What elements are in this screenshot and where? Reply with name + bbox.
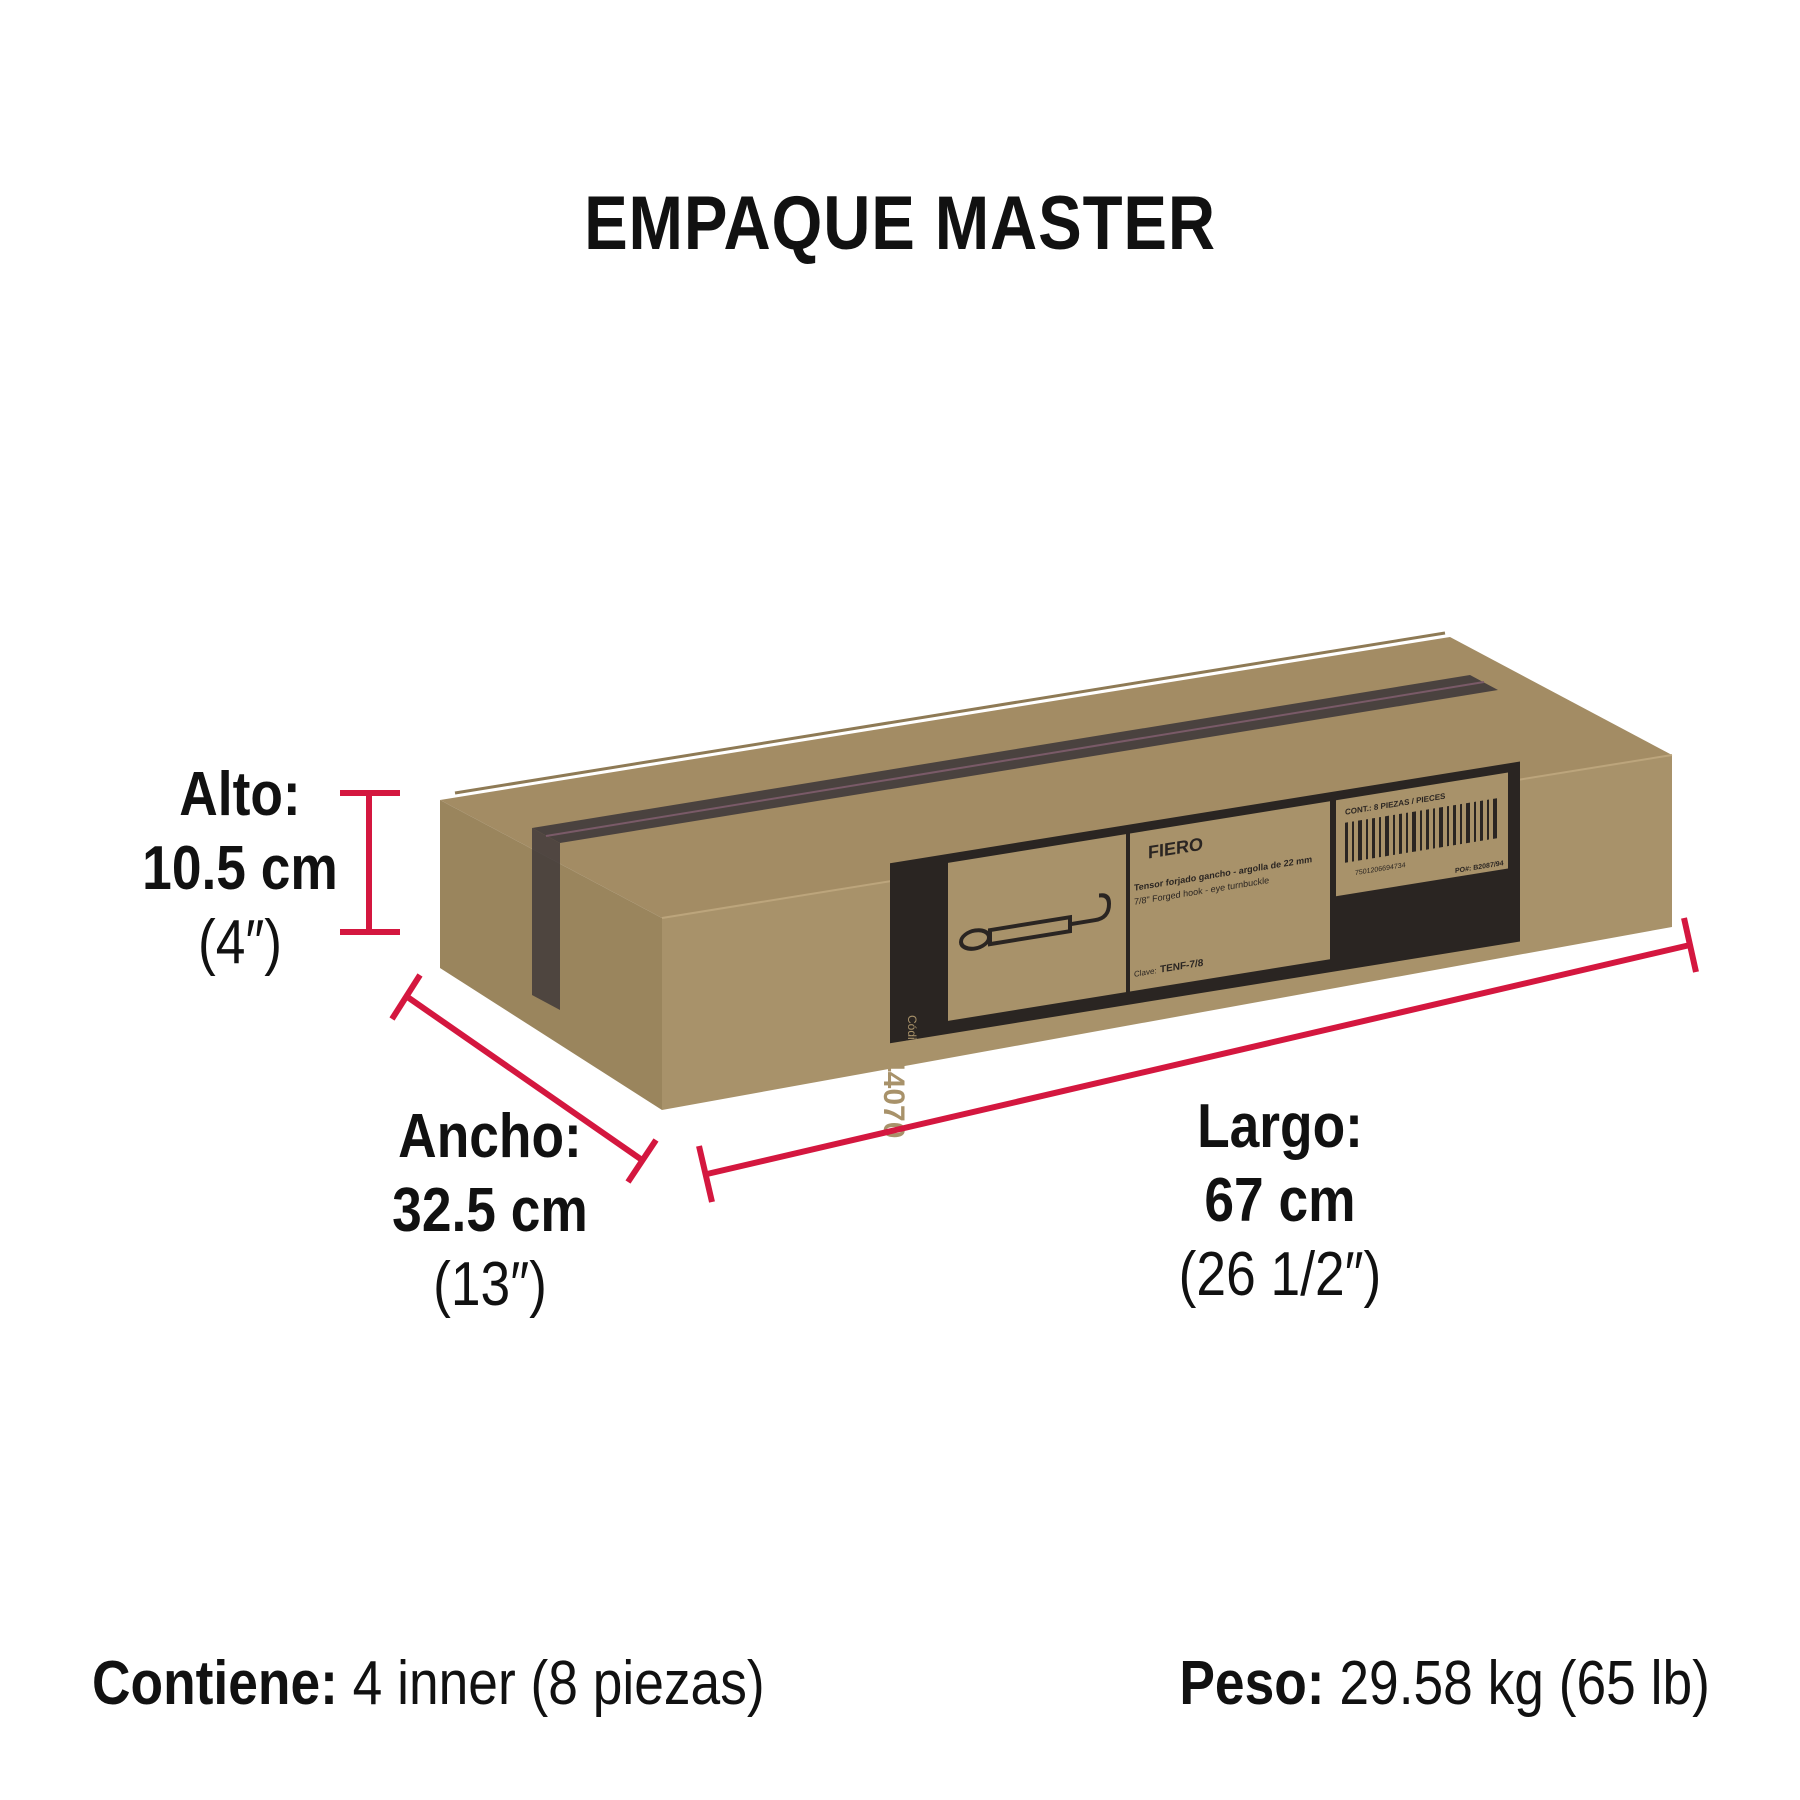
packing-tape-side xyxy=(532,828,560,1010)
ancho-dimension-line xyxy=(389,973,659,1184)
largo-dimension: Largo: 67 cm (26 1/2″) xyxy=(1151,1090,1409,1312)
ancho-dimension: Ancho: 32.5 cm (13″) xyxy=(370,1100,611,1322)
label-clave-label: Clave: xyxy=(1134,966,1157,979)
contents-info: Contiene: 4 inner (8 piezas) xyxy=(92,1648,765,1719)
label-code-label: Código xyxy=(905,1015,919,1053)
page-title: EMPAQUE MASTER xyxy=(584,181,1216,266)
ancho-metric: 32.5 cm xyxy=(392,1176,588,1245)
largo-label: Largo: xyxy=(1197,1092,1363,1161)
largo-dimension-line xyxy=(696,917,1699,1203)
alto-dimension-line xyxy=(340,790,400,935)
alto-imperial: (4″) xyxy=(197,908,283,977)
product-label: FIERO Tensor forjado gancho - argolla de… xyxy=(890,761,1520,1044)
contiene-label: Contiene: xyxy=(92,1649,338,1718)
weight-info: Peso: 29.58 kg (65 lb) xyxy=(1179,1648,1710,1719)
label-code-rotated: Código 44070 xyxy=(877,1015,919,1138)
contiene-value: 4 inner (8 piezas) xyxy=(352,1649,765,1718)
largo-metric: 67 cm xyxy=(1204,1166,1356,1235)
ancho-label: Ancho: xyxy=(398,1102,582,1171)
peso-label: Peso: xyxy=(1179,1649,1325,1718)
ancho-imperial: (13″) xyxy=(433,1250,547,1319)
peso-value: 29.58 kg (65 lb) xyxy=(1339,1649,1710,1718)
alto-label: Alto: xyxy=(179,760,301,829)
largo-imperial: (26 1/2″) xyxy=(1178,1240,1382,1309)
alto-metric: 10.5 cm xyxy=(142,834,338,903)
turnbuckle-icon xyxy=(959,893,1112,951)
barcode xyxy=(1345,798,1497,863)
label-code: 44070 xyxy=(877,1055,910,1138)
alto-dimension: Alto: 10.5 cm (4″) xyxy=(128,758,352,980)
